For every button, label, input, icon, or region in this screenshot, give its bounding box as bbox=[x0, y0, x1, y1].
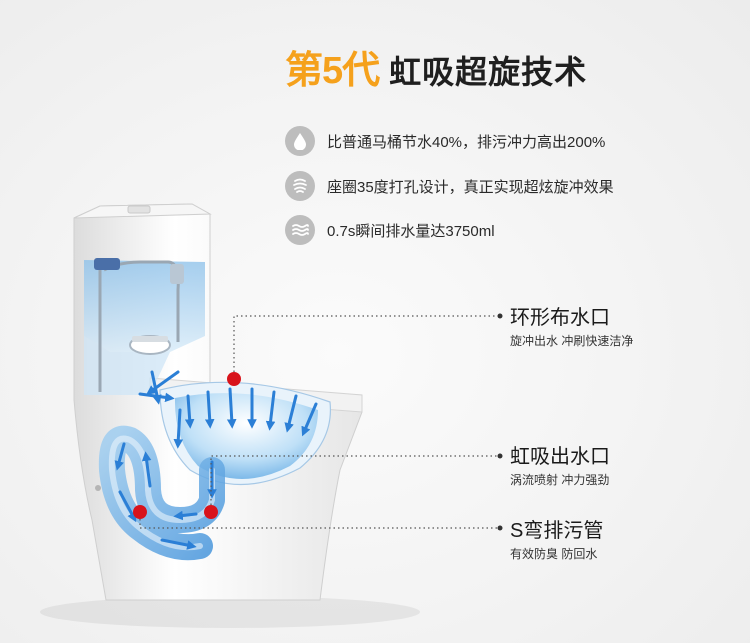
headline: 第5代虹吸超旋技术 bbox=[285, 52, 587, 90]
feature-text: 0.7s瞬间排水量达3750ml bbox=[327, 222, 495, 240]
rim-outlet-marker bbox=[227, 372, 241, 386]
callout-subtitle: 涡流喷射 冲力强劲 bbox=[510, 473, 610, 487]
waves-icon bbox=[285, 215, 315, 245]
feature-flush-volume: 0.7s瞬间排水量达3750ml bbox=[285, 215, 495, 245]
feature-water-saving: 比普通马桶节水40%，排污冲力高出200% bbox=[285, 126, 605, 156]
feature-text: 座圈35度打孔设计，真正实现超炫旋冲效果 bbox=[327, 178, 614, 196]
callout-subtitle: 旋冲出水 冲刷快速洁净 bbox=[510, 334, 634, 348]
callout-siphon-outlet: 虹吸出水口 涡流喷射 冲力强劲 bbox=[510, 445, 610, 489]
feature-text: 比普通马桶节水40%，排污冲力高出200% bbox=[327, 133, 606, 151]
siphon-outlet-marker bbox=[204, 505, 218, 519]
feature-swirl-rim: 座圈35度打孔设计，真正实现超炫旋冲效果 bbox=[285, 171, 614, 201]
callout-s-trap: S弯排污管 有效防臭 防回水 bbox=[510, 519, 603, 563]
headline-title: 虹吸超旋技术 bbox=[389, 54, 588, 90]
rim-outlet-leader bbox=[233, 315, 498, 372]
water-drop-icon bbox=[285, 126, 315, 156]
callout-title: S弯排污管 bbox=[510, 520, 604, 542]
headline-highlight: 第5代 bbox=[285, 50, 380, 92]
s-trap-leader bbox=[139, 519, 498, 529]
callout-title: 环形布水口 bbox=[510, 307, 610, 329]
swirl-icon bbox=[285, 171, 315, 201]
callout-rim-outlet: 环形布水口 旋冲出水 冲刷快速洁净 bbox=[510, 306, 633, 350]
callout-subtitle: 有效防臭 防回水 bbox=[510, 547, 598, 561]
s-trap-marker bbox=[133, 505, 147, 519]
callout-title: 虹吸出水口 bbox=[510, 446, 610, 468]
